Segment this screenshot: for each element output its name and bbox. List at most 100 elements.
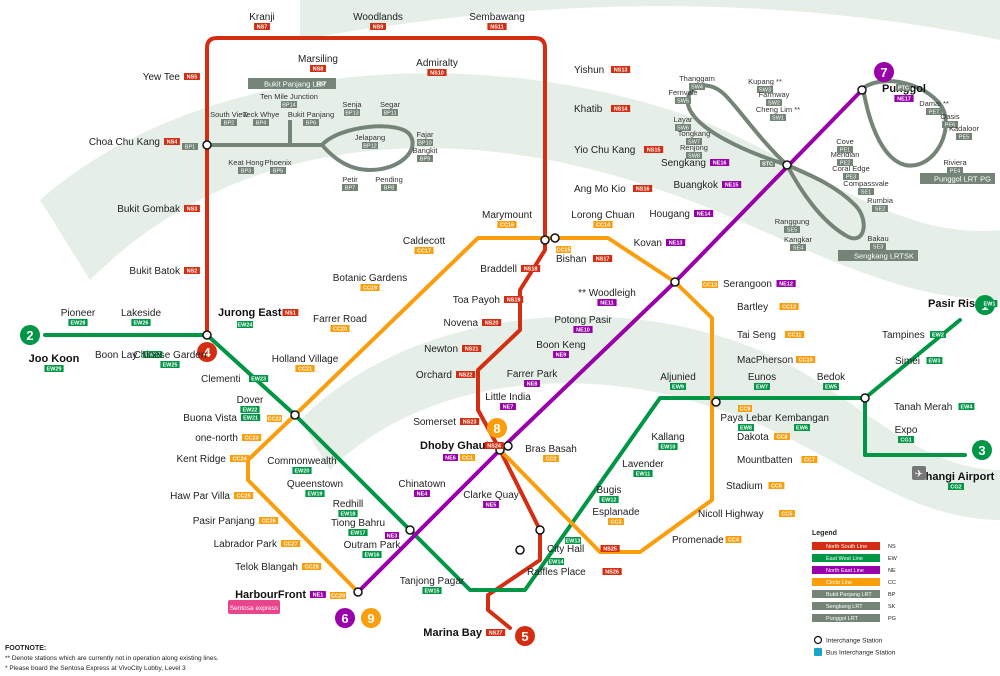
station-name: Potong Pasir	[554, 315, 612, 326]
code-cc22: CC22	[267, 417, 281, 423]
station-code: EW2	[932, 333, 944, 339]
lrt-code-chip	[686, 138, 702, 145]
svg-text:3: 3	[978, 443, 985, 458]
station-code: NS22	[459, 373, 473, 379]
footnote-title: FOOTNOTE:	[5, 645, 46, 652]
lrt-station-code: BP12	[363, 144, 376, 150]
station-code-chip	[230, 455, 250, 462]
lrt-station-name: Meridian	[831, 150, 860, 159]
station-name: Caldecott	[403, 236, 445, 247]
lrt-station-name: Ten Mile Junction	[260, 92, 318, 101]
station-code: CC21	[298, 367, 312, 373]
lrt-station-code: BP11	[383, 111, 396, 117]
station-name: Pioneer	[61, 308, 96, 319]
lrt-code-chip	[766, 99, 782, 106]
lrt-code-chip	[837, 159, 853, 166]
lrt-station-name: Fernvale	[668, 88, 697, 97]
station-code: NS25	[603, 547, 617, 553]
lrt-station-name: Bakau	[867, 234, 888, 243]
station-code: NS8	[313, 67, 324, 73]
station-name: Dhoby Ghaut	[420, 440, 489, 452]
station-code: CC17	[417, 249, 431, 255]
lrt-station-name: Teck Whye	[243, 110, 280, 119]
station-code-chip	[292, 467, 312, 474]
station-name: Clementi	[201, 374, 240, 385]
lrt-code-chip	[238, 167, 254, 174]
lrt-station-pe7: Damai **PE7	[919, 99, 949, 116]
svg-text:8: 8	[493, 421, 500, 436]
lrt-station-name: Riviera	[943, 158, 967, 167]
station-code: CC19	[363, 286, 377, 292]
code-ne6: NE6	[445, 456, 456, 462]
station-code-chip	[330, 325, 350, 332]
bukit-panjang-lrt-loop	[320, 124, 415, 173]
code-cc13: CC13	[703, 283, 717, 289]
station-code-chip	[482, 319, 502, 326]
station-code: EW21	[243, 416, 258, 422]
station-code-chip	[370, 23, 386, 30]
sengkang-lrt-code: SK	[904, 252, 914, 261]
station-name: Somerset	[413, 417, 456, 428]
station-name: Farrer Park	[507, 369, 559, 380]
station-code-chip	[414, 247, 434, 254]
station-code: CC5	[781, 512, 792, 518]
station-name: Outram Park	[344, 540, 402, 551]
sengkang-east-loop	[785, 163, 866, 241]
lrt-station-name: Farmway	[759, 90, 790, 99]
station-code-chip	[305, 490, 325, 497]
station-code: NS13	[614, 68, 628, 74]
station-code: NS23	[463, 420, 477, 426]
badge-4: 4	[197, 342, 217, 362]
station-code-chip	[44, 365, 64, 372]
station-code-chip	[462, 345, 482, 352]
legend-item-code: BP	[888, 592, 896, 598]
station-code: CC27	[284, 542, 298, 548]
station-code-chip	[281, 540, 301, 547]
station-name: Boon Keng	[536, 340, 586, 351]
station-code: CG1	[900, 438, 911, 444]
lrt-station-code: BP7	[345, 186, 355, 192]
lrt-station-code: SE4	[793, 246, 803, 252]
station-name: HarbourFront	[235, 589, 306, 601]
lrt-station-name: Layar	[674, 115, 693, 124]
station-code-chip	[362, 551, 382, 558]
station-name: Kallang	[651, 432, 684, 443]
station-name: ** Woodleigh	[578, 288, 636, 299]
legend-item-label: Sengkang LRT	[826, 604, 863, 610]
station-code-chip	[456, 371, 476, 378]
station-code-chip	[593, 221, 613, 228]
station-name: Clarke Quay	[463, 490, 519, 501]
lrt-code-chip	[417, 139, 433, 146]
code-ptc: PTC	[898, 86, 909, 92]
station-code-chip	[131, 319, 151, 326]
lrt-station-name: Petir	[342, 175, 358, 184]
code-stc: STC	[762, 162, 773, 168]
lrt-code-chip	[342, 184, 358, 191]
station-code: NS18	[524, 267, 538, 273]
lrt-station-code: BP2	[224, 121, 234, 127]
station-name: Bukit Batok	[129, 266, 181, 277]
lrt-station-code: BP9	[420, 157, 430, 163]
lrt-station-name: Tongkang	[678, 129, 711, 138]
code-cc1: CC1	[462, 456, 473, 462]
station-code: NS16	[636, 187, 650, 193]
